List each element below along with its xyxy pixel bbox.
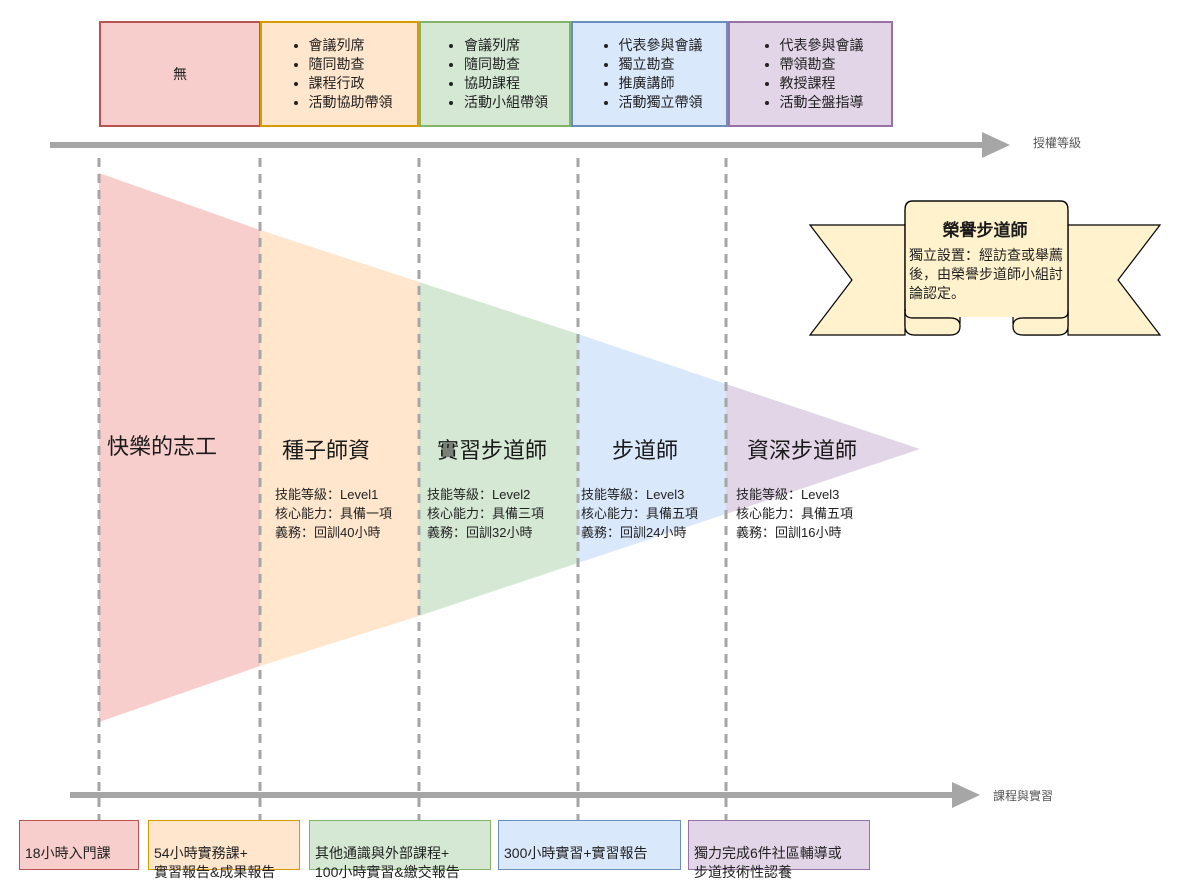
- authorization-item: 代表參與會議: [780, 36, 864, 55]
- training-duty: 義務：回訓24小時: [581, 525, 687, 540]
- requirement-text: 54小時實務課+ 實習報告&成果報告: [154, 845, 276, 880]
- authorization-item: 活動全盤指導: [780, 93, 864, 112]
- honor-scroll-banner: [808, 200, 1162, 336]
- requirement-text: 18小時入門課: [25, 845, 111, 861]
- requirement-box-senior-guide: 獨力完成6件社區輔導或 步道技術性認養: [688, 820, 870, 880]
- requirement-box-volunteer: 18小時入門課: [19, 820, 139, 870]
- authorization-text: 無: [173, 65, 187, 82]
- authorization-item: 課程行政: [309, 74, 393, 93]
- authorization-box-senior-guide: 代表參與會議 帶領勘查 教授課程 活動全盤指導: [728, 21, 893, 127]
- authorization-box-trail-guide: 代表參與會議 獨立勘查 推廣講師 活動獨立帶領: [571, 21, 728, 127]
- authorization-list: 代表參與會議 帶領勘查 教授課程 活動全盤指導: [758, 36, 864, 112]
- authorization-item: 獨立勘查: [619, 55, 703, 74]
- authorization-item: 代表參與會議: [619, 36, 703, 55]
- banner-bottom-curl-right: [1012, 311, 1069, 336]
- level-title-trail-guide: 步道師: [612, 438, 679, 463]
- authorization-item: 帶領勘查: [780, 55, 864, 74]
- core-ability: 核心能力：具備五項: [736, 506, 854, 521]
- authorization-list: 代表參與會議 獨立勘查 推廣講師 活動獨立帶領: [597, 36, 703, 112]
- level-info-intern-guide: 技能等級：Level2 核心能力：具備三項 義務：回訓32小時: [427, 485, 544, 542]
- authorization-item: 活動獨立帶領: [619, 93, 703, 112]
- triangle-segment-seed-teacher: [260, 230, 419, 666]
- requirement-text: 300小時實習+實習報告: [504, 845, 648, 861]
- skill-level: 技能等級：Level2: [427, 487, 531, 502]
- skill-level: 技能等級：Level3: [581, 487, 685, 502]
- level-info-senior-guide: 技能等級：Level3 核心能力：具備五項 義務：回訓16小時: [736, 485, 853, 542]
- bottom-axis-label: 課程與實習: [993, 789, 1054, 803]
- requirement-box-intern-guide: 其他通識與外部課程+ 100小時實習&繳交報告: [309, 820, 491, 880]
- authorization-item: 活動協助帶領: [309, 93, 393, 112]
- triangle-segment-volunteer: [99, 173, 260, 722]
- banner-right-ribbon: [1067, 224, 1162, 336]
- top-axis-label: 授權等級: [1033, 136, 1082, 150]
- banner-center-outline: [904, 200, 1069, 312]
- skill-level: 技能等級：Level1: [275, 487, 379, 502]
- core-ability: 核心能力：具備一項: [275, 506, 393, 521]
- authorization-box-intern-guide: 會議列席 隨同勘查 協助課程 活動小組帶領: [419, 21, 571, 127]
- level-title-volunteer: 快樂的志工: [107, 434, 218, 459]
- authorization-item: 會議列席: [309, 36, 393, 55]
- honor-title: 榮譽步道師: [942, 221, 1028, 240]
- skill-level: 技能等級：Level3: [736, 487, 840, 502]
- training-duty: 義務：回訓16小時: [736, 525, 842, 540]
- authorization-box-volunteer: 無: [99, 21, 261, 127]
- authorization-item: 隨同勘查: [309, 55, 393, 74]
- bottom-axis-arrow: [70, 782, 980, 808]
- authorization-item: 教授課程: [780, 74, 864, 93]
- level-title-seed-teacher: 種子師資: [282, 438, 371, 463]
- requirement-box-seed-teacher: 54小時實務課+ 實習報告&成果報告: [148, 820, 300, 880]
- requirement-text: 獨力完成6件社區輔導或 步道技術性認養: [694, 845, 842, 880]
- authorization-item: 活動小組帶領: [464, 93, 548, 112]
- training-duty: 義務：回訓40小時: [275, 525, 381, 540]
- training-duty: 義務：回訓32小時: [427, 525, 533, 540]
- authorization-box-seed-teacher: 會議列席 隨同勘查 課程行政 活動協助帶領: [260, 21, 419, 127]
- authorization-list: 會議列席 隨同勘查 課程行政 活動協助帶領: [287, 36, 393, 112]
- core-ability: 核心能力：具備三項: [427, 506, 545, 521]
- level-info-seed-teacher: 技能等級：Level1 核心能力：具備一項 義務：回訓40小時: [275, 485, 392, 542]
- authorization-item: 隨同勘查: [464, 55, 548, 74]
- honor-description: 獨立設置：經訪查或舉薦後，由榮譽步道師小組討論認定。: [909, 247, 1063, 301]
- requirement-box-trail-guide: 300小時實習+實習報告: [498, 820, 681, 870]
- banner-bottom-curl-left: [904, 311, 961, 336]
- authorization-item: 推廣講師: [619, 74, 703, 93]
- banner-left-ribbon: [808, 224, 906, 336]
- divider-lines: [97, 158, 728, 820]
- triangle-segment-senior-guide: [726, 384, 920, 514]
- authorization-item: 會議列席: [464, 36, 548, 55]
- triangle-segment-intern-guide: [419, 282, 578, 616]
- requirement-text: 其他通識與外部課程+ 100小時實習&繳交報告: [315, 845, 460, 880]
- authorization-item: 協助課程: [464, 74, 548, 93]
- level-info-trail-guide: 技能等級：Level3 核心能力：具備五項 義務：回訓24小時: [581, 485, 698, 542]
- level-title-intern-guide: 實習步道師: [437, 438, 548, 463]
- triangle-segment-trail-guide: [578, 334, 726, 563]
- top-axis-arrow: [50, 132, 1010, 158]
- core-ability: 核心能力：具備五項: [581, 506, 699, 521]
- level-title-senior-guide: 資深步道師: [747, 438, 858, 463]
- banner-center-fill: [906, 202, 1067, 317]
- authorization-list: 會議列席 隨同勘查 協助課程 活動小組帶領: [442, 36, 548, 112]
